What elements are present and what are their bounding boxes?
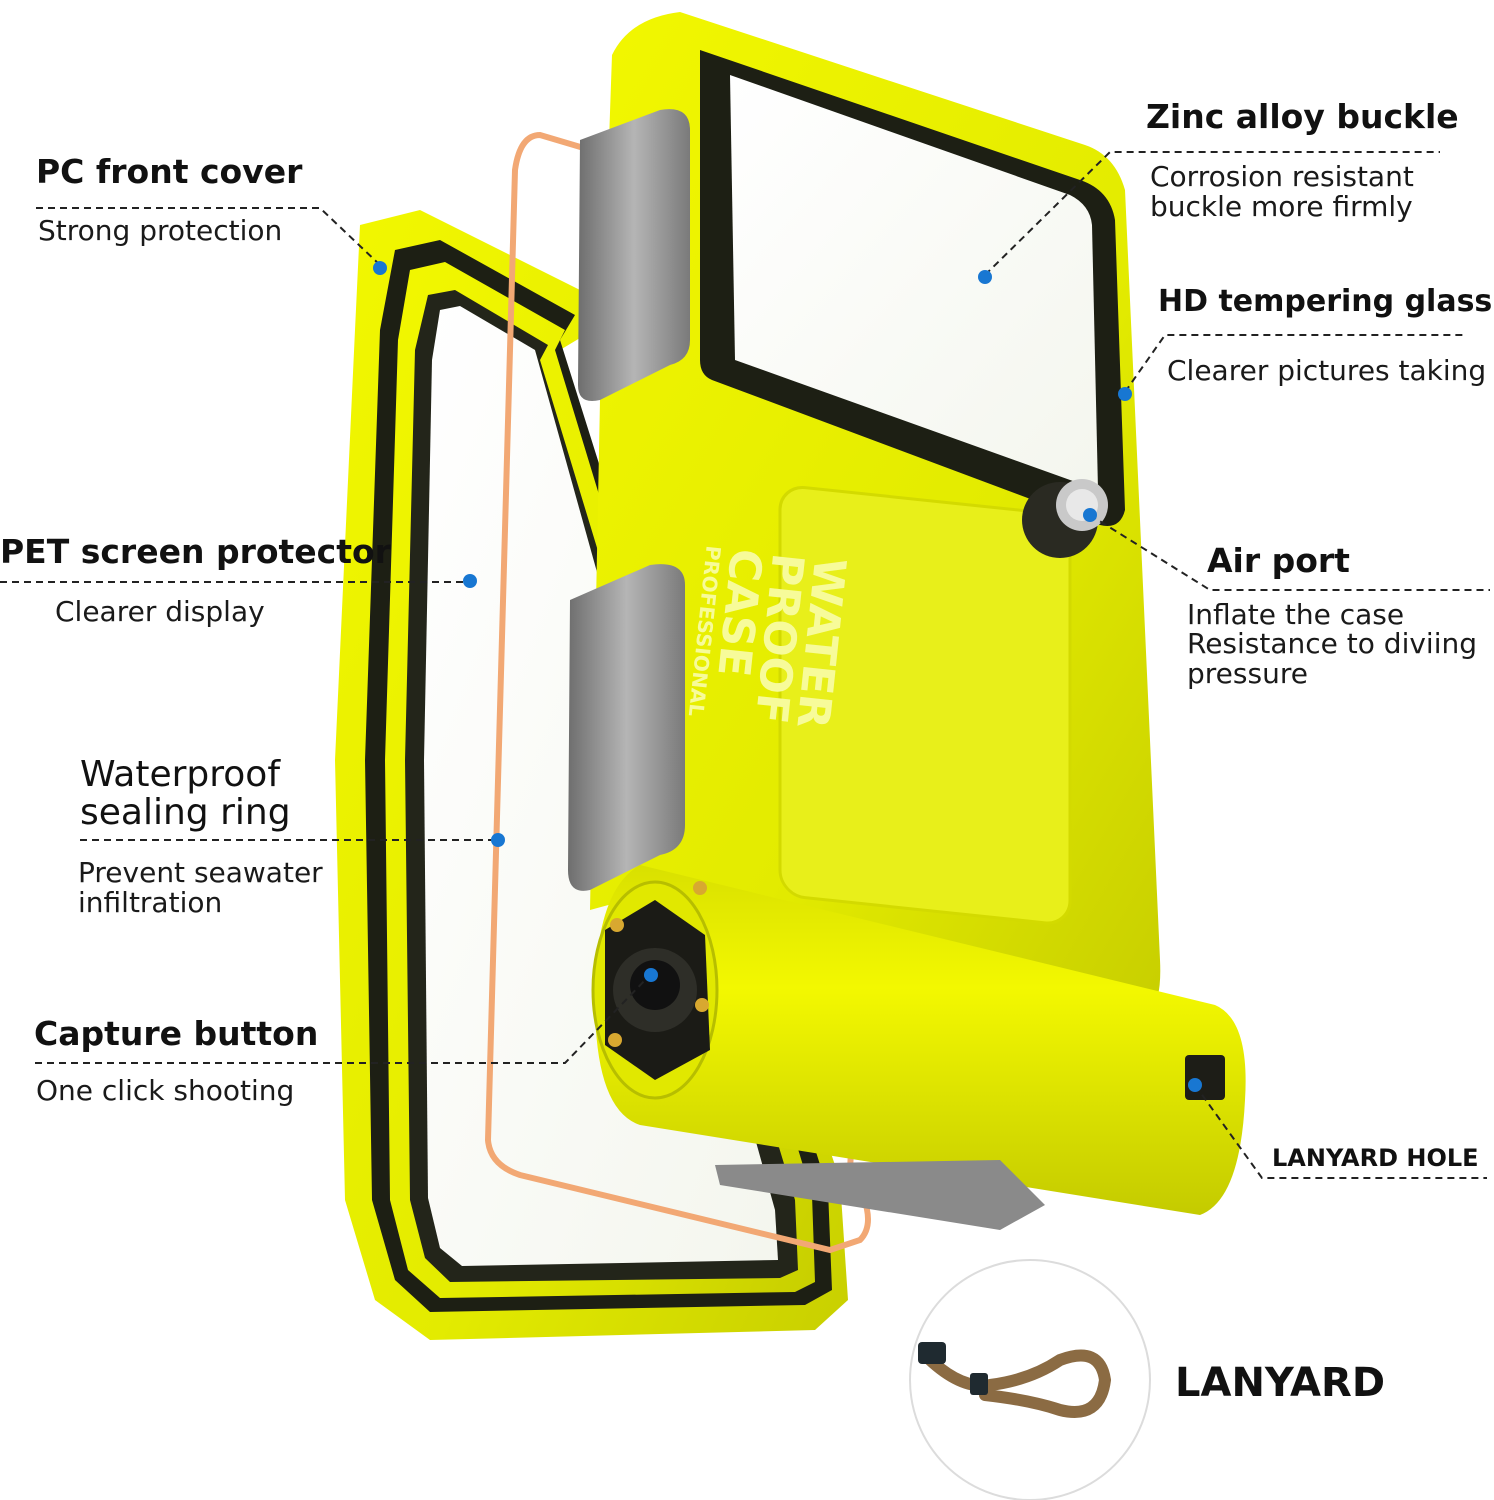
callout-leaders	[0, 151, 1490, 1179]
hd-glass-desc: Clearer pictures taking	[1167, 354, 1487, 387]
lanyard-label: LANYARD	[1175, 1360, 1386, 1406]
pet-screen-protector-desc: Clearer display	[55, 595, 265, 628]
sealing-ring-title-line2: sealing ring	[80, 791, 291, 833]
lanyard-inset	[909, 1259, 1151, 1500]
air-port-desc: Inflate the case Resistance to diviing p…	[1187, 598, 1477, 690]
capture-button-desc: One click shooting	[36, 1074, 295, 1107]
zinc-alloy-buckle-title: Zinc alloy buckle	[1146, 97, 1459, 136]
sealing-ring-desc-line2: infiltration	[78, 886, 223, 920]
callout-markers	[373, 261, 1202, 1092]
sealing-ring-desc: Prevent seawater infiltration	[78, 856, 323, 920]
pet-screen-protector-title: PET screen protector	[0, 532, 391, 571]
sealing-ring-title: Waterproof sealing ring	[80, 756, 291, 832]
main-case-body	[568, 12, 1161, 1010]
air-port-title: Air port	[1207, 541, 1350, 580]
case-print-text: WATER PROOF CASE PROFESSIONAL	[674, 544, 854, 818]
air-port-desc-line2: Resistance to diviing	[1187, 627, 1477, 661]
air-port-desc-line1: Inflate the case	[1187, 598, 1405, 631]
sealing-ring-title-line1: Waterproof	[80, 754, 281, 795]
pc-front-cover-title: PC front cover	[36, 152, 303, 191]
sealing-ring-desc-line1: Prevent seawater	[78, 856, 323, 889]
zinc-alloy-buckle-desc: Corrosion resistant buckle more firmly	[1150, 160, 1414, 224]
grip-handle	[591, 865, 1246, 1230]
lanyard-hole-label: LANYARD HOLE	[1272, 1144, 1479, 1172]
zinc-alloy-buckle-desc-line2: buckle more firmly	[1150, 190, 1413, 224]
pc-front-cover-desc: Strong protection	[38, 214, 283, 247]
hd-glass-title: HD tempering glass	[1158, 284, 1493, 319]
zinc-alloy-buckle-desc-line1: Corrosion resistant	[1150, 160, 1414, 193]
capture-button-title: Capture button	[34, 1014, 319, 1053]
air-port-desc-line3: pressure	[1187, 656, 1308, 690]
